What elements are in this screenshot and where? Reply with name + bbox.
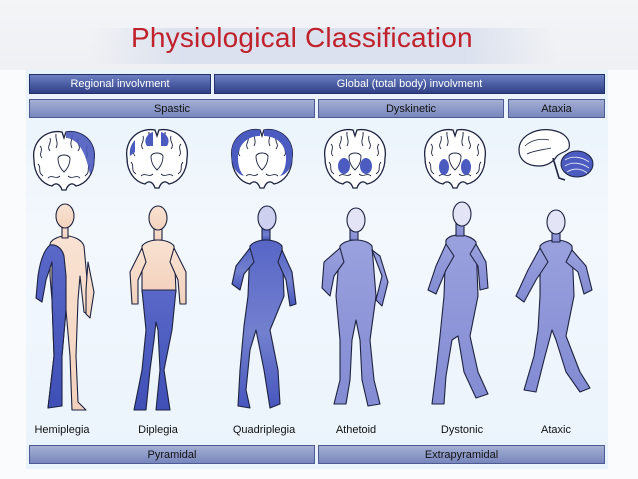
- classification-figure: [26, 70, 608, 469]
- figure-dystonic: [427, 201, 489, 405]
- figure-hemiplegia: [35, 203, 95, 411]
- header-regional-involvement: Regional involvment: [29, 74, 211, 94]
- title-highlight: [88, 28, 558, 64]
- figure-quadriplegia: [231, 205, 297, 409]
- tract-extrapyramidal: Extrapyramidal: [318, 445, 605, 464]
- title-band: [0, 0, 638, 70]
- tract-pyramidal: Pyramidal: [29, 445, 315, 464]
- brain-hemiplegia: [32, 130, 96, 191]
- category-dyskinetic: Dyskinetic: [318, 99, 504, 118]
- slide-title: Physiological Classification: [131, 22, 473, 53]
- category-ataxia: Ataxia: [508, 99, 605, 118]
- brain-quadriplegia: [230, 128, 294, 189]
- brain-ataxic-cerebellum: [518, 129, 594, 181]
- header-global-involvement: Global (total body) involvment: [214, 74, 605, 94]
- label-dystonic: Dystonic: [440, 424, 484, 436]
- label-hemiplegia: Hemiplegia: [34, 424, 90, 436]
- brain-dystonic: [423, 128, 487, 189]
- label-quadriplegia: Quadriplegia: [232, 424, 296, 436]
- label-athetoid: Athetoid: [335, 424, 377, 436]
- label-ataxic: Ataxic: [541, 424, 571, 436]
- brain-athetoid: [323, 128, 387, 189]
- figure-athetoid: [321, 207, 389, 407]
- brain-diplegia: [125, 128, 189, 189]
- figure-diplegia: [129, 205, 187, 411]
- label-diplegia: Diplegia: [138, 424, 178, 436]
- category-spastic: Spastic: [29, 99, 315, 118]
- figure-ataxic: [515, 209, 593, 393]
